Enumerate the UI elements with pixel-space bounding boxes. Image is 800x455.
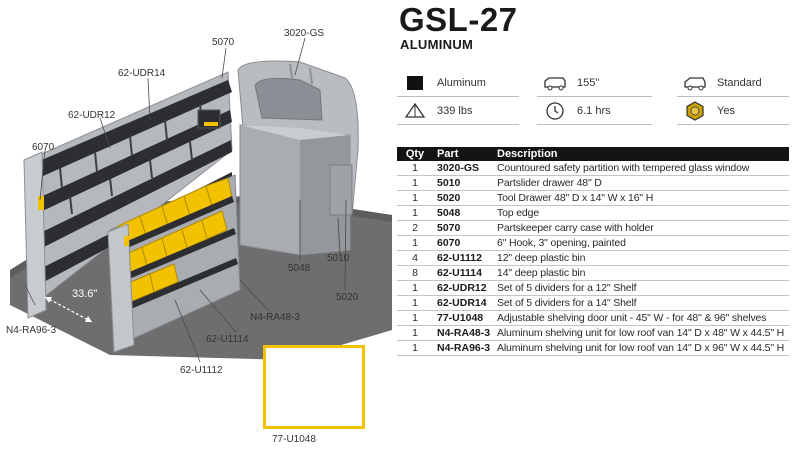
callout-dividers-14: 62-UDR14 — [118, 68, 166, 79]
cell-part: 5070 — [433, 220, 493, 236]
cell-description: 14" deep plastic bin — [493, 265, 789, 281]
cell-description: Aluminum shelving unit for low roof van … — [493, 340, 789, 356]
cell-description: Top edge — [493, 205, 789, 221]
parts-table-header: Qty Part Description — [397, 147, 789, 161]
spec-weight-value: 339 lbs — [437, 105, 473, 117]
callout-bin-12: 62-U1112 — [180, 365, 223, 376]
cell-qty: 2 — [397, 220, 433, 236]
van-roof-icon — [683, 74, 707, 92]
cell-description: Partskeeper carry case with holder — [493, 220, 789, 236]
hook — [38, 196, 44, 210]
cell-part: N4-RA96-3 — [433, 340, 493, 356]
spec-install-time-value: 6.1 hrs — [577, 105, 611, 117]
callout-partslider: 5010 — [327, 253, 350, 264]
cell-description: Set of 5 dividers for a 14" Shelf — [493, 295, 789, 311]
cell-part: 62-U1112 — [433, 250, 493, 266]
cell-qty: 1 — [397, 175, 433, 191]
install-time-icon — [543, 102, 567, 120]
cell-qty: 1 — [397, 340, 433, 356]
spec-van-length: 155" — [537, 70, 652, 97]
header-part: Part — [433, 147, 493, 161]
spec-van-roof: Standard — [677, 70, 789, 97]
van-interior-drawing — [10, 37, 392, 413]
cell-part: 3020-GS — [433, 161, 493, 176]
cell-part: 5048 — [433, 205, 493, 221]
spec-weight: 339 lbs — [397, 98, 519, 125]
cell-qty: 1 — [397, 205, 433, 221]
cell-qty: 1 — [397, 295, 433, 311]
cell-description: Tool Drawer 48" D x 14" W x 16" H — [493, 190, 789, 206]
leader-lines — [24, 37, 347, 363]
callout-carry-case: 5070 — [212, 37, 235, 48]
callout-unit-96: N4-RA96-3 — [6, 325, 57, 336]
partition-window — [254, 77, 323, 121]
door-unit-inset — [263, 345, 365, 429]
header-description: Description — [493, 147, 789, 161]
callout-unit-48: N4-RA48-3 — [250, 312, 301, 323]
material-swatch-icon — [403, 74, 427, 92]
cell-qty: 1 — [397, 190, 433, 206]
callout-dividers-12: 62-UDR12 — [68, 110, 116, 121]
spec-van-roof-value: Standard — [717, 77, 762, 89]
van-length-icon — [543, 74, 567, 92]
callout-dimension: 33.6" — [72, 288, 98, 300]
cell-description: 12" deep plastic bin — [493, 250, 789, 266]
callout-partition: 3020-GS — [284, 28, 325, 39]
cell-qty: 1 — [397, 310, 433, 326]
spec-hardware: Yes — [677, 98, 789, 125]
cell-description: 6" Hook, 3" opening, painted — [493, 235, 789, 251]
cell-part: N4-RA48-3 — [433, 325, 493, 341]
spec-material-value: Aluminum — [437, 77, 486, 89]
callout-top-edge: 5048 — [288, 263, 311, 274]
cell-part: 62-UDR12 — [433, 280, 493, 296]
cell-qty: 1 — [397, 325, 433, 341]
cell-qty: 1 — [397, 235, 433, 251]
spec-grid: Aluminum 155" Standard 339 lbs 6.1 hrs Y… — [397, 70, 789, 126]
cell-qty: 8 — [397, 265, 433, 281]
cell-part: 62-U1114 — [433, 265, 493, 281]
spec-material: Aluminum — [397, 70, 519, 97]
spec-hardware-value: Yes — [717, 105, 735, 117]
cell-part: 77-U1048 — [433, 310, 493, 326]
callout-bin-14: 62-U1114 — [206, 334, 249, 345]
header-qty: Qty — [397, 147, 433, 161]
cell-part: 5010 — [433, 175, 493, 191]
cell-qty: 4 — [397, 250, 433, 266]
dimension-arrow — [44, 296, 93, 323]
callout-tool-drawer: 5020 — [336, 292, 359, 303]
cell-description: Aluminum shelving unit for low roof van … — [493, 325, 789, 341]
spec-van-length-value: 155" — [577, 77, 600, 89]
van-interior-illustration: 3020-GS 5070 62-UDR14 62-UDR12 6070 5048… — [0, 0, 395, 455]
spec-install-time: 6.1 hrs — [537, 98, 652, 125]
cell-description: Countoured safety partition with tempere… — [493, 161, 789, 176]
cell-qty: 1 — [397, 280, 433, 296]
weight-icon — [403, 102, 427, 120]
cell-qty: 1 — [397, 161, 433, 176]
bolt-hex-icon — [683, 101, 707, 121]
cell-description: Partslider drawer 48" D — [493, 175, 789, 191]
product-material: ALUMINUM — [400, 37, 474, 52]
callout-hook: 6070 — [32, 142, 55, 153]
cell-description: Set of 5 dividers for a 12" Shelf — [493, 280, 789, 296]
product-title: GSL-27 — [399, 1, 518, 38]
cell-description: Adjustable shelving door unit - 45" W - … — [493, 310, 789, 326]
callout-door-unit: 77-U1048 — [272, 434, 316, 445]
cell-part: 6070 — [433, 235, 493, 251]
cell-part: 5020 — [433, 190, 493, 206]
cell-part: 62-UDR14 — [433, 295, 493, 311]
